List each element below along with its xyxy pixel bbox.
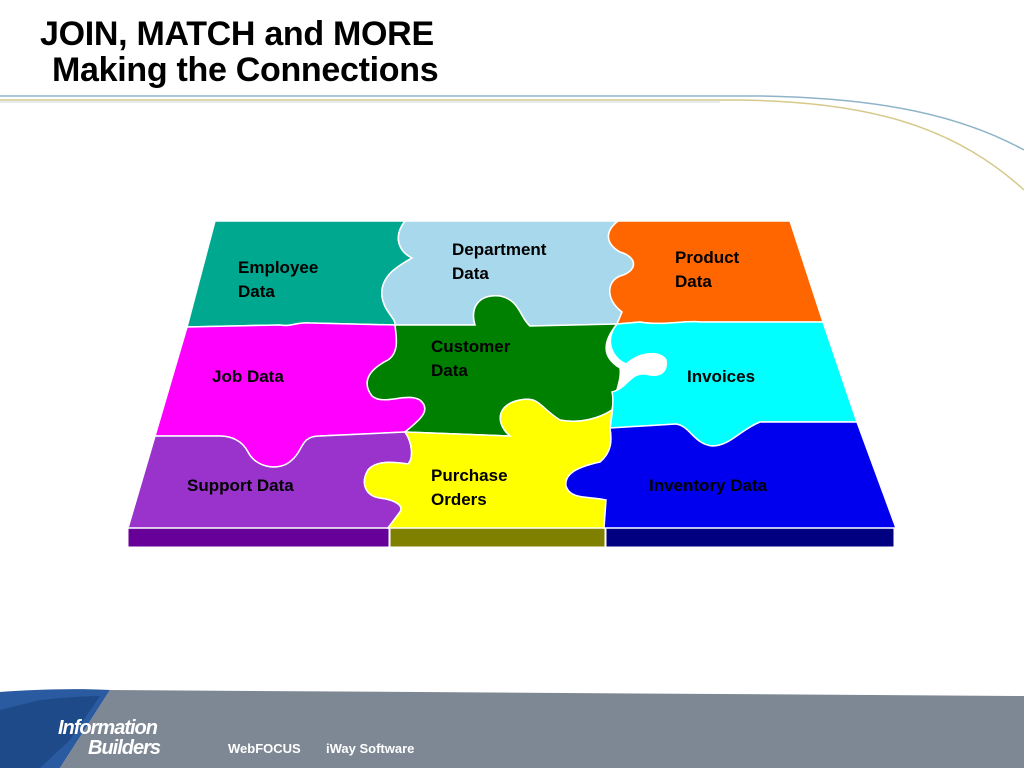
label-inventory-data: Inventory Data [649,476,768,495]
label-customer-data: Customer Data [431,337,511,380]
information-builders-logo: Information Builders [58,717,161,759]
logo-line-2: Builders [88,737,161,759]
title-line-1: JOIN, MATCH and MORE [40,15,434,53]
label-invoices: Invoices [687,367,756,386]
label-purchase-orders: Purchase Orders [431,466,508,509]
label-employee-data: Employee Data [238,258,319,301]
label-product-data: Product Data [675,248,740,291]
puzzle-piece-inventory [565,421,898,529]
logo-line-1: Information [58,717,158,739]
puzzle-base-right [605,527,895,548]
label-support-data: Support Data [187,476,294,495]
puzzle-base-middle [389,527,606,548]
footer-band [0,689,1024,768]
slide-title: JOIN, MATCH and MORE Making the Connecti… [40,15,439,89]
puzzle-base-left [127,527,390,548]
header-swoosh-decoration [0,95,1024,191]
footer-product-iway: iWay Software [326,741,415,756]
footer-product-webfocus: WebFOCUS [228,741,301,756]
label-department-data: Department Data [452,240,547,283]
title-line-2: Making the Connections [52,51,439,89]
label-job-data: Job Data [212,367,284,386]
